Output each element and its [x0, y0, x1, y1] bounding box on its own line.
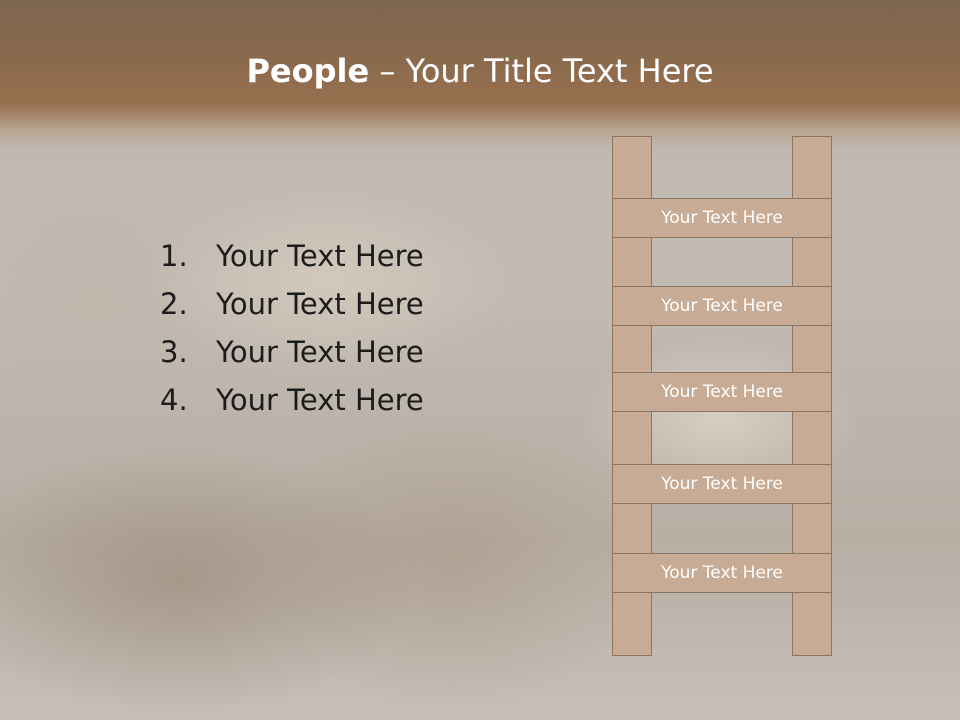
- list-item: 2. Your Text Here: [160, 280, 540, 328]
- ladder-rung-4: Your Text Here: [612, 464, 832, 504]
- ladder-rung-2: Your Text Here: [612, 286, 832, 326]
- ladder-rung-1: Your Text Here: [612, 198, 832, 238]
- ladder-rung-3: Your Text Here: [612, 372, 832, 412]
- list-item: 1. Your Text Here: [160, 232, 540, 280]
- list-item-text: Your Text Here: [216, 239, 424, 273]
- list-item-text: Your Text Here: [216, 335, 424, 369]
- list-item: 3. Your Text Here: [160, 328, 540, 376]
- list-item-text: Your Text Here: [216, 383, 424, 417]
- title-bold-text: People: [246, 52, 370, 90]
- ladder-graphic: Your Text Here Your Text Here Your Text …: [612, 136, 832, 656]
- list-item-number: 4.: [160, 383, 188, 417]
- numbered-list: 1. Your Text Here 2. Your Text Here 3. Y…: [160, 232, 540, 424]
- list-item-number: 2.: [160, 287, 188, 321]
- slide-title: People – Your Title Text Here: [0, 52, 960, 90]
- ladder-rung-5: Your Text Here: [612, 553, 832, 593]
- list-item: 4. Your Text Here: [160, 376, 540, 424]
- list-item-number: 3.: [160, 335, 188, 369]
- list-item-number: 1.: [160, 239, 188, 273]
- title-rest-text: – Your Title Text Here: [369, 52, 714, 90]
- list-item-text: Your Text Here: [216, 287, 424, 321]
- header-band: [0, 0, 960, 148]
